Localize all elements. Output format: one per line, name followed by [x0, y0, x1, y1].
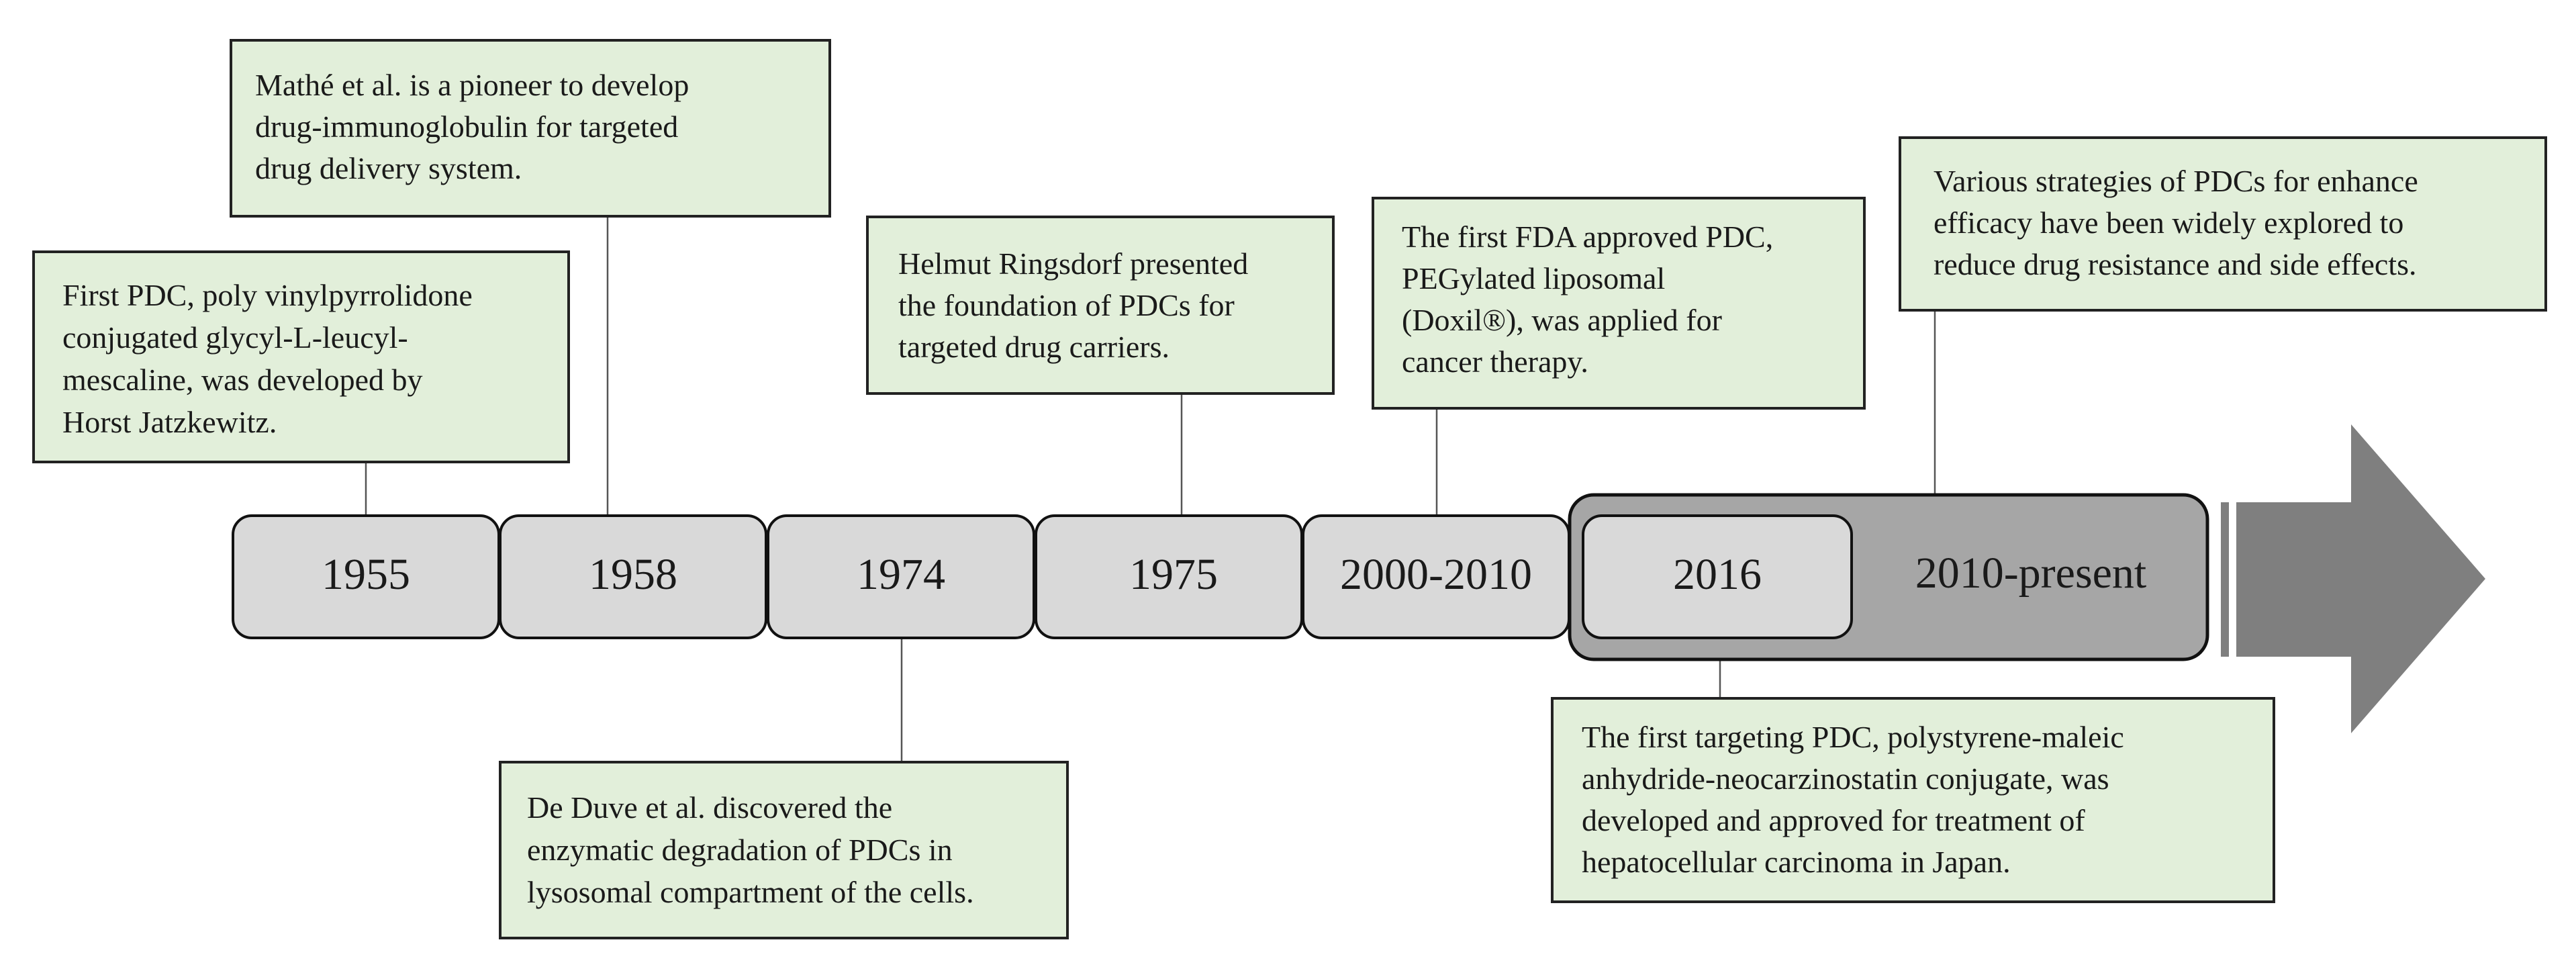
- year-label-2016: 2016: [1673, 550, 1762, 599]
- event-2016-line-2: anhydride-neocarzinostatin conjugate, wa…: [1582, 761, 2109, 796]
- event-2000-2010-line-3: (Doxil®), was applied for: [1402, 303, 1722, 337]
- event-box-2010-present-frame: [1899, 136, 2547, 312]
- year-pill-2000-2010: [1302, 514, 1570, 639]
- event-box-1974: De Duve et al. discovered the enzymatic …: [499, 761, 1069, 939]
- event-2000-2010-line-4: cancer therapy.: [1402, 344, 1588, 379]
- event-box-2010-present: Various strategies of PDCs for enhance e…: [1899, 136, 2547, 312]
- year-pill-1974: [767, 514, 1035, 639]
- event-box-1975-frame: [866, 216, 1335, 395]
- event-box-1955: First PDC, poly vinylpyrrolidone conjuga…: [32, 250, 570, 463]
- timeline-arrow: [2221, 424, 2485, 733]
- year-label-1975: 1975: [1129, 550, 1218, 599]
- arrow-stripe-2: [2236, 502, 2250, 657]
- event-1975-line-1: Helmut Ringsdorf presented: [898, 246, 1248, 281]
- event-1958-line-2: drug-immunoglobulin for targeted: [255, 109, 678, 144]
- year-label-1974: 1974: [857, 550, 945, 599]
- event-box-2016-frame: [1551, 697, 2275, 903]
- event-2000-2010-line-1: The first FDA approved PDC,: [1402, 220, 1773, 254]
- event-1975-line-3: targeted drug carriers.: [898, 330, 1170, 364]
- event-1955-line-3: mescaline, was developed by: [62, 363, 422, 397]
- event-box-2000-2010-frame: [1372, 197, 1866, 410]
- event-1955-line-4: Horst Jatzkewitz.: [62, 405, 277, 439]
- year-label-2010-present: 2010-present: [1915, 549, 2147, 598]
- year-pill-1958: [499, 514, 767, 639]
- event-box-1958-frame: [230, 39, 831, 218]
- year-label-1955: 1955: [322, 550, 410, 599]
- arrow-head: [2250, 424, 2485, 733]
- event-box-1974-frame: [499, 761, 1069, 939]
- event-2016-line-4: hepatocellular carcinoma in Japan.: [1582, 845, 2011, 879]
- event-2016-line-1: The first targeting PDC, polystyrene-mal…: [1582, 720, 2124, 754]
- event-1974-line-1: De Duve et al. discovered the: [527, 790, 892, 825]
- event-box-2016: The first targeting PDC, polystyrene-mal…: [1551, 697, 2275, 903]
- event-2010-present-line-2: efficacy have been widely explored to: [1934, 205, 2403, 240]
- event-1958-line-1: Mathé et al. is a pioneer to develop: [255, 68, 689, 102]
- event-box-1958: Mathé et al. is a pioneer to develop dru…: [230, 39, 831, 218]
- event-box-1955-frame: [32, 250, 570, 463]
- year-pill-2016: [1582, 514, 1853, 639]
- event-2000-2010-line-2: PEGylated liposomal: [1402, 261, 1665, 295]
- event-2010-present-line-1: Various strategies of PDCs for enhance: [1934, 164, 2418, 198]
- year-label-2000-2010: 2000-2010: [1340, 550, 1532, 599]
- arrow-stripe-1: [2221, 502, 2229, 657]
- event-1955-line-1: First PDC, poly vinylpyrrolidone: [62, 278, 473, 312]
- event-2016-line-3: developed and approved for treatment of: [1582, 803, 2085, 837]
- event-1975-line-2: the foundation of PDCs for: [898, 288, 1235, 322]
- event-box-2000-2010: The first FDA approved PDC, PEGylated li…: [1372, 197, 1866, 410]
- event-1974-line-3: lysosomal compartment of the cells.: [527, 875, 974, 909]
- event-box-1975: Helmut Ringsdorf presented the foundatio…: [866, 216, 1335, 395]
- event-1974-line-2: enzymatic degradation of PDCs in: [527, 833, 953, 867]
- event-1958-line-3: drug delivery system.: [255, 151, 522, 185]
- event-1955-line-2: conjugated glycyl-L-leucyl-: [62, 320, 408, 355]
- year-label-1958: 1958: [589, 550, 677, 599]
- event-2010-present-line-3: reduce drug resistance and side effects.: [1934, 247, 2417, 281]
